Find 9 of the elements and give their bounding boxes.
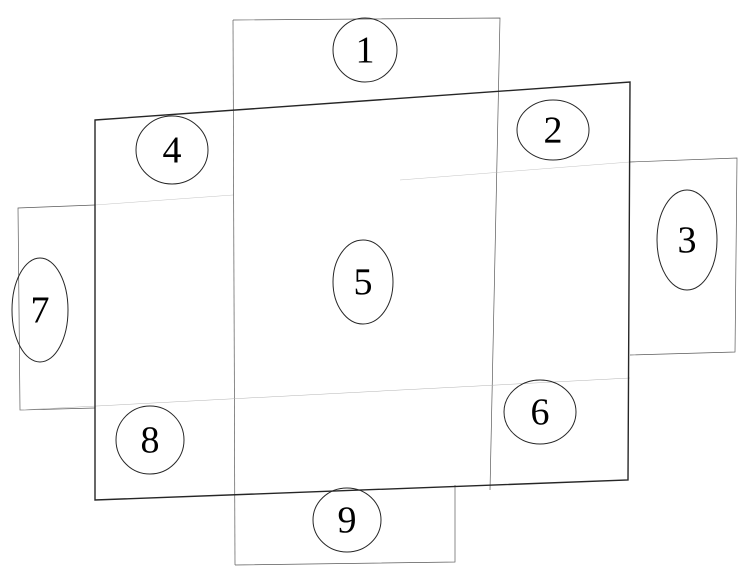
circled-number: 9	[312, 488, 382, 552]
circled-number: 3	[656, 190, 718, 290]
circled-number: 2	[516, 100, 590, 160]
circled-number: 8	[116, 406, 184, 474]
circled-number: 1	[332, 18, 398, 82]
circled-number: 5	[332, 240, 394, 324]
circled-number: 6	[504, 380, 576, 444]
circled-number: 4	[136, 116, 208, 184]
circled-number: 7	[12, 258, 68, 362]
